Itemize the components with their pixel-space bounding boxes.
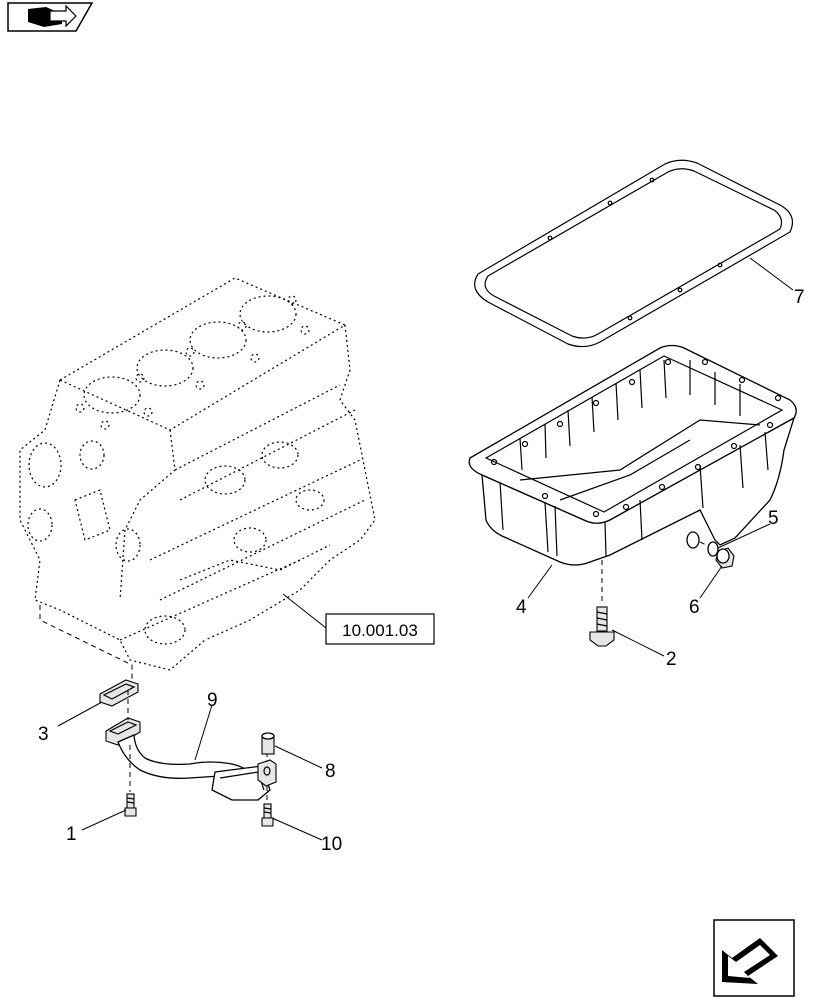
book-arrow-icon[interactable] xyxy=(7,2,94,32)
callout-1: 1 xyxy=(66,824,77,845)
drain-plug xyxy=(715,547,735,569)
oil-pan-bolt xyxy=(589,606,615,647)
next-page-arrow-icon[interactable] xyxy=(713,919,795,997)
reference-box-label: 10.001.03 xyxy=(342,621,418,640)
callout-6: 6 xyxy=(689,597,700,618)
callout-9: 9 xyxy=(207,690,218,711)
suction-pipe-bolt xyxy=(124,793,137,817)
callout-4: 4 xyxy=(516,597,527,618)
spacer-bushing xyxy=(261,732,275,755)
reference-box[interactable] xyxy=(325,613,435,645)
bracket-bolt xyxy=(261,803,274,827)
oil-pan xyxy=(468,344,797,566)
callout-5: 5 xyxy=(768,508,779,529)
callout-2: 2 xyxy=(666,649,677,670)
oil-pan-gasket xyxy=(474,159,793,348)
suction-pipe-gasket xyxy=(99,679,139,707)
drain-washer xyxy=(707,541,719,557)
callout-3: 3 xyxy=(38,724,49,745)
engine-block-reference xyxy=(19,277,376,690)
callout-10: 10 xyxy=(321,834,342,855)
callout-8: 8 xyxy=(325,761,336,782)
callout-7: 7 xyxy=(794,287,805,308)
oil-suction-pipe xyxy=(105,717,277,801)
